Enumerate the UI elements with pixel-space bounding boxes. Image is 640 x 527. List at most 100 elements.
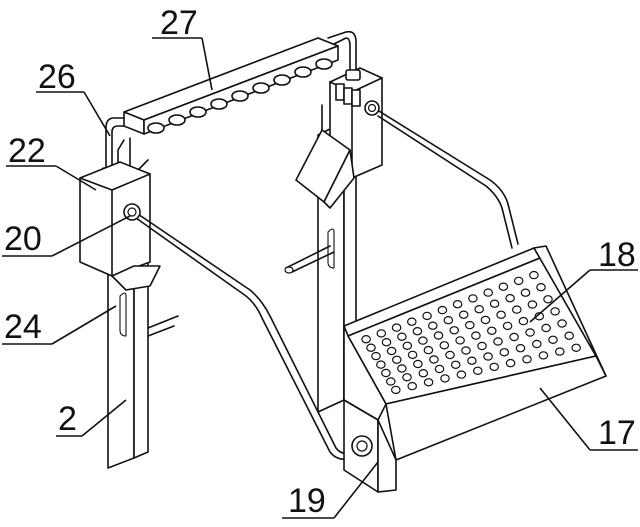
- perforated-tray: [343, 245, 607, 461]
- tray-hole: [440, 374, 450, 383]
- tray-hole: [422, 311, 432, 321]
- tray-hole: [450, 360, 461, 369]
- callout-24: 24: [2, 305, 117, 346]
- tray-hole: [385, 377, 396, 386]
- tray-hole: [525, 328, 535, 337]
- label-27: 27: [160, 4, 198, 42]
- tray-hole: [412, 327, 423, 336]
- tray-hole: [502, 321, 513, 331]
- tray-hole: [397, 364, 407, 373]
- tray-hole: [391, 355, 402, 364]
- tray-hole: [427, 321, 438, 330]
- tray-hole: [386, 346, 397, 356]
- tray-hole: [371, 351, 381, 361]
- right-pipe: [327, 30, 361, 81]
- tray-hole: [489, 362, 499, 372]
- callout-26: 26: [36, 58, 111, 137]
- tray-hole: [564, 331, 574, 340]
- tray-hole: [472, 366, 483, 375]
- tray-hole: [554, 347, 565, 356]
- label-17: 17: [598, 414, 636, 452]
- tray-hole: [445, 350, 455, 360]
- spray-nozzles: [147, 58, 333, 134]
- tray-hole: [423, 345, 434, 355]
- tray-hole: [571, 343, 581, 352]
- callout-18: 18: [529, 236, 638, 323]
- label-24: 24: [4, 308, 42, 346]
- tray-hole: [557, 319, 567, 328]
- tray-hole: [402, 341, 413, 350]
- tray-hole: [406, 317, 417, 326]
- tray-hole: [489, 299, 500, 308]
- tray-hole: [468, 294, 478, 303]
- tray-hole: [534, 312, 545, 321]
- callout-17: 17: [539, 387, 638, 452]
- tray-hole: [511, 305, 522, 314]
- tray-hole: [467, 356, 477, 365]
- label-19: 19: [288, 482, 326, 520]
- tray-hole: [493, 337, 503, 346]
- tray-hole: [452, 300, 463, 309]
- tray-hole: [391, 323, 402, 332]
- label-20: 20: [4, 220, 42, 258]
- tray-hole: [509, 332, 519, 342]
- tray-hole: [361, 335, 371, 344]
- tray-hole: [433, 331, 444, 340]
- callout-19: 19: [282, 461, 379, 520]
- left-post: [107, 257, 179, 469]
- nozzle: [315, 58, 333, 70]
- tray-hole: [418, 336, 428, 345]
- tray-hole: [413, 359, 423, 369]
- tray-hole: [543, 295, 553, 304]
- tray-hole: [518, 316, 529, 326]
- tray-hole: [548, 335, 558, 344]
- top-crossbar: [123, 37, 339, 135]
- callout-27: 27: [152, 4, 213, 91]
- tray-hole: [483, 352, 493, 361]
- tray-hole: [443, 316, 454, 325]
- tray-hole: [434, 364, 445, 374]
- nozzle: [189, 106, 207, 118]
- connecting-hose-right: [364, 100, 519, 249]
- tray-hole: [437, 305, 448, 315]
- tray-hole: [461, 346, 471, 355]
- tray-hole: [366, 343, 376, 352]
- tray-hole: [486, 326, 497, 335]
- tray-hole: [376, 329, 387, 338]
- tray-hole: [402, 373, 412, 382]
- nozzle: [294, 66, 312, 78]
- tray-hole: [471, 331, 481, 340]
- tray-hole: [531, 339, 542, 349]
- label-18: 18: [598, 236, 636, 274]
- nozzle: [252, 82, 270, 94]
- callout-20: 20: [2, 215, 131, 258]
- outlet-block: [343, 399, 397, 493]
- tray-hole: [499, 348, 510, 357]
- label-2: 2: [58, 400, 77, 438]
- callout-22: 22: [6, 132, 97, 191]
- nozzle: [210, 98, 228, 110]
- tray-hole: [418, 369, 429, 378]
- tray-hole: [407, 381, 417, 391]
- tray-hole: [449, 326, 459, 335]
- tray-hole: [458, 310, 469, 319]
- tray-hole: [456, 370, 467, 379]
- tray-hole: [455, 336, 465, 345]
- tray-hole: [480, 315, 491, 325]
- left-block: [79, 161, 161, 291]
- tray-hole: [429, 355, 439, 364]
- nozzle: [168, 114, 186, 126]
- tray-hole: [464, 320, 475, 330]
- label-26: 26: [38, 58, 76, 96]
- tray-hole: [498, 282, 509, 291]
- nozzle: [147, 122, 165, 134]
- tray-hole: [376, 360, 386, 369]
- tray-hole: [423, 378, 434, 387]
- tray-hole: [381, 368, 391, 378]
- tray-hole: [536, 283, 546, 292]
- tray-hole: [527, 300, 538, 309]
- tray-hole: [477, 341, 487, 351]
- label-22: 22: [8, 132, 46, 170]
- tray-hole: [390, 385, 401, 395]
